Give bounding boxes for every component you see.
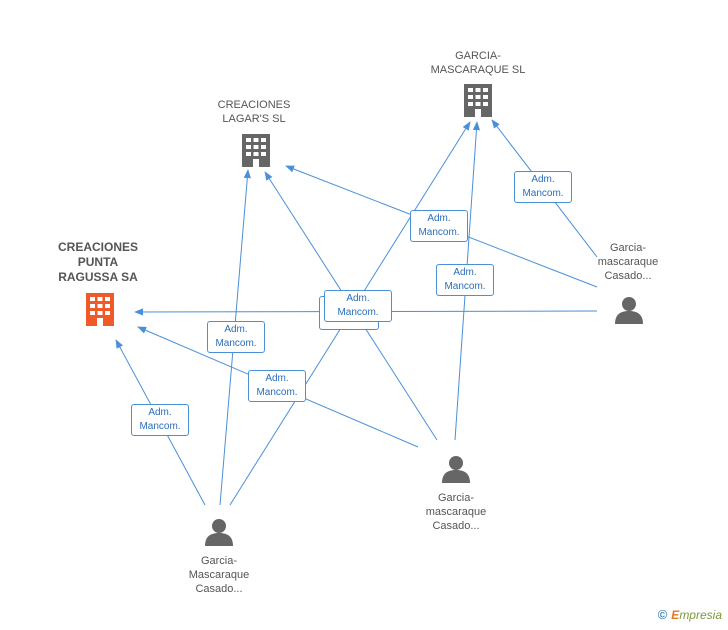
label-line: Garcia- bbox=[200, 555, 238, 567]
edge-badge-middle-to-punta[interactable]: Adm. Mancom. bbox=[248, 370, 306, 402]
label-line: Casado... bbox=[195, 583, 243, 595]
company-label-creaciones-punta-ragussa[interactable]: CREACIONES PUNTA RAGUSSA SA bbox=[48, 240, 148, 285]
label-line: CREACIONES bbox=[217, 99, 291, 111]
company-label-creaciones-lagars[interactable]: CREACIONES LAGAR'S SL bbox=[204, 98, 304, 126]
person-label-middle[interactable]: Garcia- mascaraque Casado... bbox=[406, 491, 506, 533]
edge-badge-bottom-to-lagars[interactable]: Adm. Mancom. bbox=[207, 321, 265, 353]
label-line: mascaraque bbox=[425, 506, 487, 518]
edge-badge-right-to-lagars[interactable]: Adm. Mancom. bbox=[410, 210, 468, 242]
label-line: mascaraque bbox=[597, 256, 659, 268]
edge-badge-right-to-garcia-sl[interactable]: Adm. Mancom. bbox=[514, 171, 572, 203]
person-label-bottom[interactable]: Garcia- Mascaraque Casado... bbox=[169, 554, 269, 596]
badge-line: Mancom. bbox=[256, 387, 298, 398]
edge-badge-center[interactable]: Adm. Mancom. bbox=[324, 290, 392, 322]
person-label-right[interactable]: Garcia- mascaraque Casado... bbox=[578, 241, 678, 283]
label-line: RAGUSSA SA bbox=[58, 270, 138, 284]
company-label-garcia-mascaraque-sl[interactable]: GARCIA- MASCARAQUE SL bbox=[418, 49, 538, 77]
label-line: Mascaraque bbox=[188, 569, 250, 581]
badge-line: Mancom. bbox=[522, 188, 564, 199]
badge-line: Mancom. bbox=[337, 307, 379, 318]
footer-brand[interactable]: ©Empresia bbox=[658, 607, 722, 622]
badge-line: Adm. bbox=[346, 293, 370, 304]
label-line: CREACIONES bbox=[57, 240, 138, 254]
copyright-icon: © bbox=[657, 607, 668, 622]
label-line: Casado... bbox=[604, 270, 652, 282]
building-icon bbox=[464, 84, 492, 117]
label-line: GARCIA- bbox=[455, 50, 501, 62]
building-icon bbox=[86, 293, 114, 326]
label-line: PUNTA bbox=[77, 255, 119, 269]
edge-badge-bottom-to-punta[interactable]: Adm. Mancom. bbox=[131, 404, 189, 436]
building-icon bbox=[242, 134, 270, 167]
label-line: LAGAR'S SL bbox=[222, 113, 286, 125]
edge-badge-middle-to-garcia-sl[interactable]: Adm. Mancom. bbox=[436, 264, 494, 296]
person-icon bbox=[442, 456, 470, 483]
label-line: MASCARAQUE SL bbox=[430, 64, 526, 76]
badge-line: Mancom. bbox=[444, 281, 486, 292]
badge-line: Mancom. bbox=[418, 227, 460, 238]
brand-logo-initial: E bbox=[671, 608, 680, 622]
person-icon bbox=[205, 519, 233, 546]
person-icon bbox=[615, 297, 643, 324]
badge-line: Adm. bbox=[531, 174, 555, 185]
badge-line: Adm. bbox=[148, 407, 172, 418]
badge-line: Adm. bbox=[224, 324, 248, 335]
label-line: Garcia- bbox=[437, 492, 475, 504]
badge-line: Adm. bbox=[427, 213, 451, 224]
label-line: Casado... bbox=[432, 520, 480, 532]
brand-logo-text: mpresia bbox=[679, 608, 722, 622]
badge-line: Mancom. bbox=[139, 421, 181, 432]
badge-line: Adm. bbox=[265, 373, 289, 384]
label-line: Garcia- bbox=[609, 242, 647, 254]
badge-line: Mancom. bbox=[215, 338, 257, 349]
badge-line: Adm. bbox=[453, 267, 477, 278]
